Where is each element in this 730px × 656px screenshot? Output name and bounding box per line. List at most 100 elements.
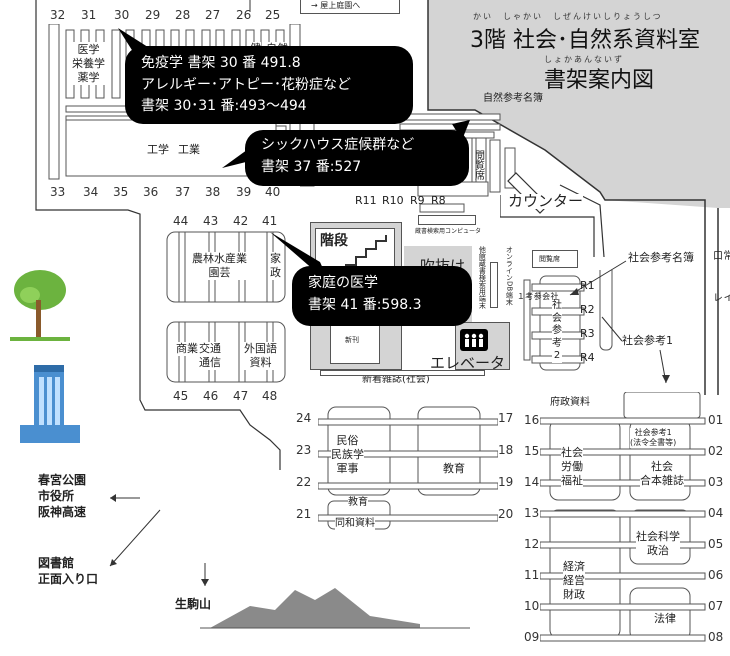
shelf-number: 22 [296,475,312,489]
reference-arrows [569,260,670,384]
shelf-label-reference-1: 社会参考1(法令全書等) [630,428,677,448]
middle-top-numbers: 44 43 42 41 [173,215,293,229]
r-shelf-number: R9 [410,194,425,207]
r-side-number: R3 [580,327,595,340]
roof-garden-label: → 屋上庭園へ [311,1,361,10]
shelf-number: 41 [262,214,278,228]
r-side-number: R2 [580,303,595,316]
outside-arrows-and-mountain [109,494,470,629]
nature-reference-label: 自然参考名簿 [483,93,543,104]
shelf-label-home-economics: 家政 [270,252,281,280]
lower-mid-numbers: 17 18 19 20 [498,412,522,522]
callout-line: シックハウス症候群など [261,137,415,153]
reading-seat-2-label: 閲覧席 [539,255,560,263]
shelf-number: 33 [50,185,66,199]
r-shelf-labels: R11 R10 R9 R8 [355,195,495,209]
r-side-labels: R1 R2 R3 R4 [580,280,600,365]
shelf-number: 38 [205,185,221,199]
elevator-label: エレベータ [430,354,506,372]
r-side-number: R1 [580,279,595,292]
tree-icon [10,270,70,341]
right-shelf-block [540,392,706,642]
shelf-label-folklore: 民俗民族学軍事 [331,434,364,476]
callout-sick-house: シックハウス症候群など 書架 37 番:527 [245,130,469,186]
shelf-number: 40 [265,185,281,199]
outside-park-label: 春宮公園市役所阪神高速 [38,473,87,520]
callout-line: 家庭の医学 [308,275,378,291]
new-books-shelf: 新刊 [330,320,380,364]
shelf-number: 10 [524,599,540,613]
callout-home-medicine: 家庭の医学 書架 41 番:598.3 [292,266,472,326]
shelf-number: 05 [708,537,724,551]
social-reference-1-label: 社会参考1 [622,334,673,347]
r-shelf-number: R10 [382,194,404,207]
shelf-number: 03 [708,475,724,489]
shelf-number: 19 [498,475,514,489]
lower-left-numbers: 24 23 22 21 [296,412,320,522]
elevator [455,322,510,370]
terminal-desk [490,262,498,308]
subtitle-ruby: しょかあんないず [544,55,624,64]
shelf-number: 37 [175,185,191,199]
shelf-label-commerce: 商業 [176,342,198,356]
shelf-number: 18 [498,443,514,457]
shelf-label-education-2: 教育 [348,497,368,510]
shelf-number: 31 [81,8,97,22]
shelf-number: 47 [233,389,249,403]
row-numbers-33-40: 33 34 35 36 37 38 39 40 [50,186,290,200]
shelf-number: 26 [236,8,252,22]
roof-garden-sign: → 屋上庭園へ [300,0,400,14]
shelf-number: 29 [145,8,161,22]
stairs-label: 階段 [320,233,348,249]
shelf-label-industry: 工業 [178,143,200,157]
shelf-label-law: 法律 [654,612,676,626]
callout-line: 免疫学 書架 30 番 491.8 [141,55,301,71]
shelf-number: 39 [236,185,252,199]
shelf-label-education: 教育 [443,462,465,476]
shelf-number: 12 [524,537,540,551]
shelf-number: 08 [708,630,724,644]
shelf-number: 25 [265,8,281,22]
illustrations [10,270,80,443]
shelf-number: 15 [524,444,540,458]
right-inner-numbers: 16 15 14 13 12 11 10 09 [524,414,546,644]
gov-material-label: 府政資料 [550,397,590,408]
shelf-number: 48 [262,389,278,403]
shelf-label-medicine: 医学栄養学薬学 [70,42,107,86]
reading-seat-2: 閲覧席 [532,250,578,268]
new-books-label: 新刊 [345,336,359,344]
counter-label: カウンター [508,192,584,210]
shelf-number: 16 [524,413,540,427]
shelf-number: 42 [233,214,249,228]
search-pc-label: 蔵書検索用コンピュータ [415,228,482,235]
shelf-number: 32 [50,8,66,22]
online-db-label: オンラインDB端末 [505,246,514,306]
shelf-number: 27 [205,8,221,22]
right-outer-numbers: 01 02 03 04 05 06 07 08 [708,414,730,644]
mountain-label: 生駒山 [175,597,212,611]
page-title: 3階 社会･自然系資料室 [470,28,700,53]
shelf-number: 21 [296,507,312,521]
building-icon [20,365,80,443]
r-side-number: R4 [580,351,595,364]
emergency-exit-label: 非常口 [710,250,730,260]
shelf-number: 09 [524,630,540,644]
new-magazines-label: 新着雑誌(社会) [362,374,430,385]
callout-line: 書架 41 番:598.3 [308,296,422,313]
social-reference-directory-label: 社会参考名簿 [628,251,694,264]
shelf-label-foreign: 外国語資料 [244,342,277,370]
mountain-icon [210,588,420,628]
callout-line: アレルギー･アトピー･花粉症など [141,76,351,93]
entrance-label: 図書館正面入り口 [38,556,99,587]
shelf-label-social-science: 社会科学政治 [636,530,680,558]
top-shelf-numbers: 32 31 30 29 28 27 26 25 [50,9,290,23]
shelf-number: 23 [296,443,312,457]
shelf-number: 36 [143,185,159,199]
shelf-number: 20 [498,507,514,521]
stairs-icon [345,235,387,273]
shelf-number: 06 [708,568,724,582]
shelf-number: 28 [175,8,191,22]
